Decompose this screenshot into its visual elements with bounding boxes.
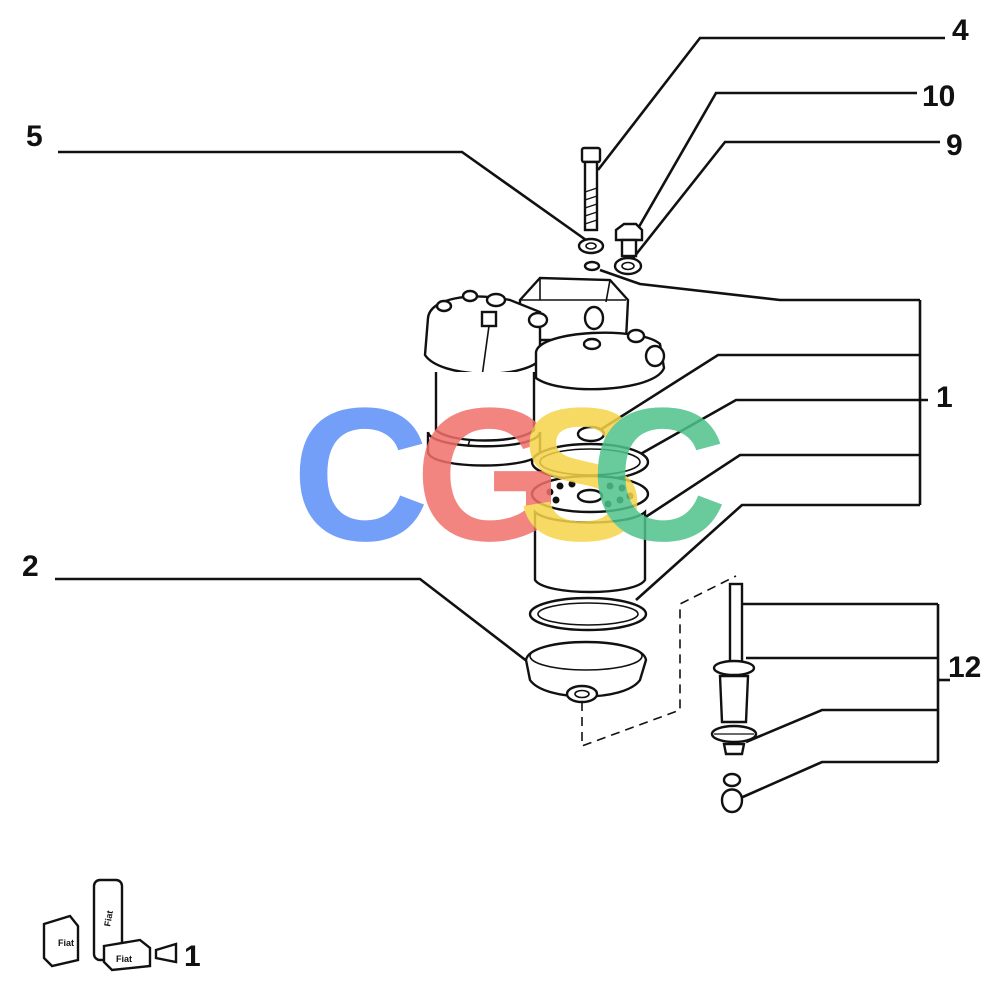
watermark-letter-c2: C (590, 369, 727, 581)
callout-2: 2 (22, 550, 39, 583)
callout-9: 9 (946, 129, 963, 162)
washer-5 (577, 237, 605, 272)
leader-1-a (599, 268, 920, 302)
kit-box-right-label: Fiat (116, 954, 132, 964)
leader-1-e (635, 503, 920, 601)
drain-rod-assembly-12 (710, 582, 758, 814)
leader-10 (634, 91, 917, 233)
watermark-letter-g: G (415, 369, 563, 581)
filter-housing-head (423, 276, 666, 467)
leader-4 (596, 36, 945, 171)
watermark-letter-c1: C (292, 369, 429, 581)
assembly-guide-dashed (581, 575, 737, 748)
leader-1-c (629, 398, 928, 462)
callout-10: 10 (922, 80, 955, 113)
callout-5: 5 (26, 120, 43, 153)
leader-5 (58, 150, 587, 242)
leader-12-c (745, 708, 938, 744)
leader-1-b (599, 353, 920, 432)
kit-box-left-label: Fiat (58, 938, 74, 948)
callout-1: 1 (936, 381, 953, 414)
filter-element-stack (528, 425, 650, 632)
callout-kit-1: 1 (184, 940, 201, 973)
leader-12-d (735, 760, 938, 802)
leader-lines (55, 36, 950, 802)
leader-1-d (637, 453, 920, 524)
watermark-letter-s: S (518, 369, 645, 581)
callout-12: 12 (948, 651, 981, 684)
long-bolt (580, 146, 602, 232)
filter-bowl-2 (524, 640, 648, 704)
cgsc-watermark: C G S C (292, 369, 727, 581)
leader-2 (55, 577, 529, 664)
small-seal-ring (576, 425, 606, 443)
service-kit-icon: Fiat Fiat Fiat (42, 878, 178, 972)
leader-9 (628, 140, 940, 263)
short-bolt-10 (614, 222, 644, 258)
callout-4: 4 (952, 14, 969, 47)
kit-tube-label: Fiat (102, 910, 115, 928)
washer-9 (613, 256, 643, 276)
